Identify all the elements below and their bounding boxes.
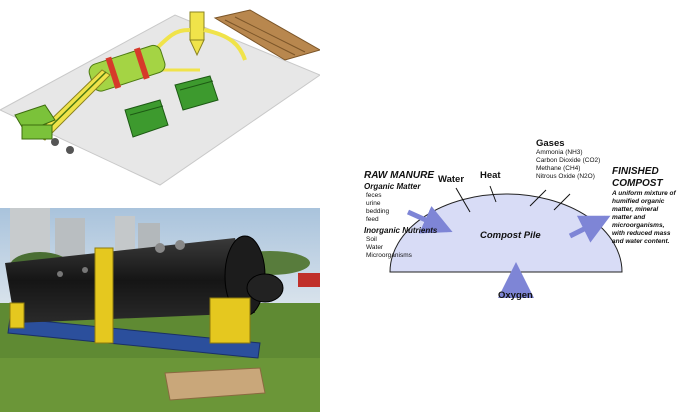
compost-process-diagram: RAW MANURE Organic Matter feces urine be…: [330, 130, 680, 310]
plant-drawing: [0, 9, 320, 186]
drum-cylinder: [5, 238, 255, 323]
gas-item-2: Carbon Dioxide (CO2): [536, 157, 601, 164]
raw-manure-input-arrow: [406, 206, 453, 234]
oxygen-label: Oxygen: [498, 290, 533, 301]
organic-matter-heading: Organic Matter: [364, 182, 421, 191]
drum-photo-drawing: [0, 208, 320, 412]
composting-plant-illustration: [0, 0, 320, 190]
drying-bed: [213, 9, 320, 61]
inorganic-item-1: Soil: [366, 236, 377, 243]
organic-item-1: feces: [366, 192, 382, 199]
organic-item-4: feed: [366, 216, 379, 223]
compost-diagram-graphics: [389, 185, 623, 298]
inorganic-heading: Inorganic Nutrients: [364, 226, 438, 235]
yellow-stand-left: [94, 247, 114, 344]
drum-composter-photo: [0, 208, 320, 412]
wooden-pallet: [164, 367, 266, 401]
finished-description: A uniform mixture of humified organic ma…: [612, 190, 676, 245]
finished-compost-output-arrow: [568, 215, 611, 243]
gases-heading: Gases: [536, 138, 565, 149]
finished-title-line1: FINISHED: [612, 166, 659, 177]
heat-release-line: [489, 185, 497, 203]
organic-item-3: bedding: [366, 208, 390, 215]
cyclone-tower: [189, 11, 205, 41]
raw-manure-title: RAW MANURE: [364, 170, 434, 181]
water-release-line: [455, 187, 471, 213]
bin-front: [124, 99, 169, 138]
gas-release-line-2: [553, 193, 571, 211]
gas-item-4: Nitrous Oxide (N2O): [536, 173, 595, 180]
heat-label: Heat: [480, 170, 501, 181]
water-label: Water: [438, 174, 465, 185]
gas-item-3: Methane (CH4): [536, 165, 581, 172]
drive-motor: [246, 273, 284, 303]
inorganic-item-3: Microorganisms: [366, 252, 412, 259]
gas-item-1: Ammonia (NH3): [536, 149, 583, 156]
finished-title-line2: COMPOST: [612, 178, 663, 189]
gas-release-line-1: [529, 189, 547, 207]
base-frame: [7, 317, 261, 359]
yellow-stand-right: [209, 297, 251, 344]
inorganic-item-2: Water: [366, 244, 384, 251]
bin-back: [174, 75, 219, 111]
compost-pile-label: Compost Pile: [480, 230, 541, 241]
organic-item-2: urine: [366, 200, 381, 207]
